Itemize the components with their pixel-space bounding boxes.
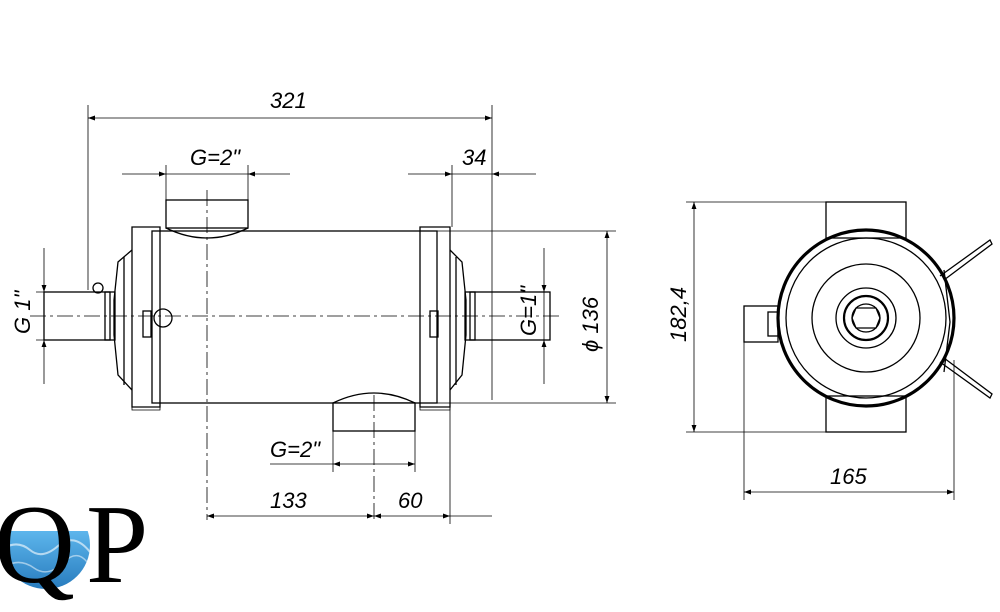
dim-overall-length: 321 (270, 88, 307, 113)
logo-letter-q: Q (0, 483, 75, 607)
dim-distance-133: 133 (270, 488, 307, 513)
right-flange (419, 226, 451, 408)
dim-end-width: 165 (830, 464, 867, 489)
left-flange (131, 226, 161, 408)
dim-distance-60: 60 (398, 488, 423, 513)
heat-exchanger-body (151, 230, 438, 404)
end-outer-rim (776, 228, 956, 408)
dim-offset-right: 34 (462, 145, 486, 170)
dim-top-inlet-thread: G=2" (190, 145, 241, 170)
dim-diameter: ϕ 136 (578, 296, 603, 352)
mounting-bracket (939, 239, 993, 281)
end-top-nozzle (825, 201, 907, 239)
end-view: 182,4 165 (666, 201, 993, 500)
sensor-port (153, 308, 173, 328)
side-view: 321 G=2" 34 G 1" G=1" ϕ 136 (10, 88, 616, 524)
dim-left-side-thread: G 1" (10, 290, 35, 334)
dim-bottom-inlet-thread: G=2" (270, 437, 321, 462)
end-inner-port (851, 307, 881, 329)
qp-logo: Q P (0, 483, 148, 607)
dim-end-height: 182,4 (666, 287, 691, 342)
dim-right-side-thread: G=1" (516, 285, 541, 336)
logo-letter-p: P (86, 483, 148, 607)
